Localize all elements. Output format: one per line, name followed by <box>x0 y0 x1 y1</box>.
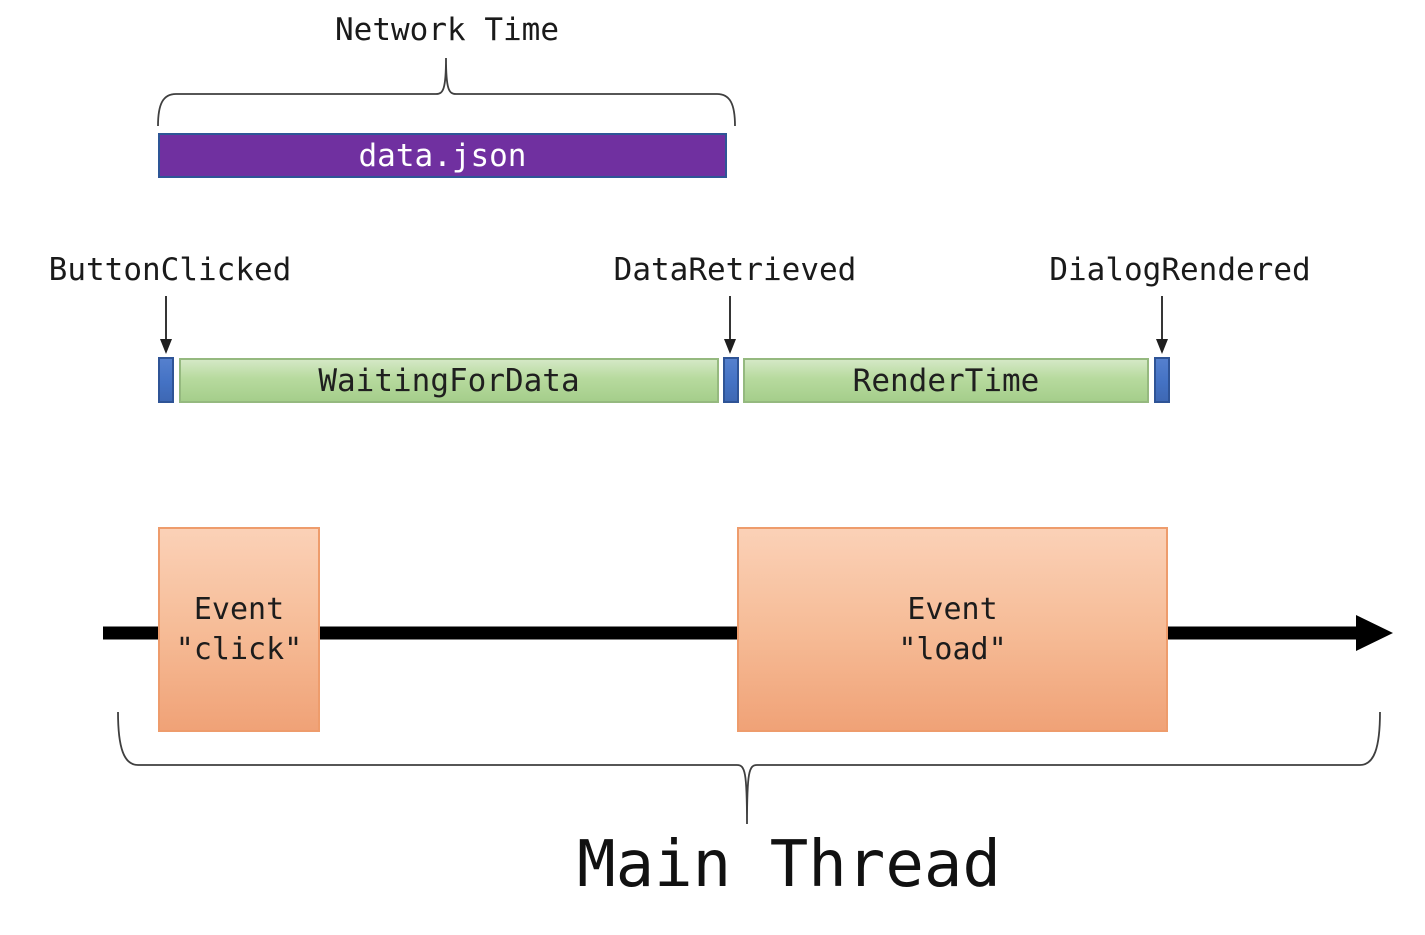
network-request-bar-label: data.json <box>358 137 527 174</box>
event-load-box-line2: "load" <box>898 631 1007 667</box>
data-retrieved-down-arrow-icon <box>724 296 736 354</box>
network-time-brace <box>157 57 736 127</box>
event-click-box-line1: Event <box>193 591 285 627</box>
main-thread-label: Main Thread <box>577 828 1001 902</box>
render-time-bar-label: RenderTime <box>852 362 1040 399</box>
waiting-for-data-bar-label: WaitingForData <box>318 362 580 399</box>
marker-label-dialog-rendered: DialogRendered <box>1049 252 1311 288</box>
marker-label-button-clicked: ButtonClicked <box>48 252 292 288</box>
render-time-bar: RenderTime <box>743 358 1149 403</box>
event-load-box: Event "load" <box>737 527 1168 732</box>
waiting-for-data-bar: WaitingForData <box>179 358 719 403</box>
event-click-box: Event "click" <box>158 527 320 732</box>
dialog-rendered-down-arrow-icon <box>1156 296 1168 354</box>
event-click-box-line2: "click" <box>175 631 303 667</box>
button-clicked-down-arrow-icon <box>160 296 172 354</box>
button-clicked-tick <box>158 357 174 403</box>
event-load-box-line1: Event <box>907 591 998 627</box>
dialog-rendered-tick <box>1154 357 1170 403</box>
marker-label-data-retrieved: DataRetrieved <box>613 252 857 288</box>
network-request-bar: data.json <box>158 133 727 178</box>
data-retrieved-tick <box>723 357 739 403</box>
network-time-label: Network Time <box>335 12 559 48</box>
